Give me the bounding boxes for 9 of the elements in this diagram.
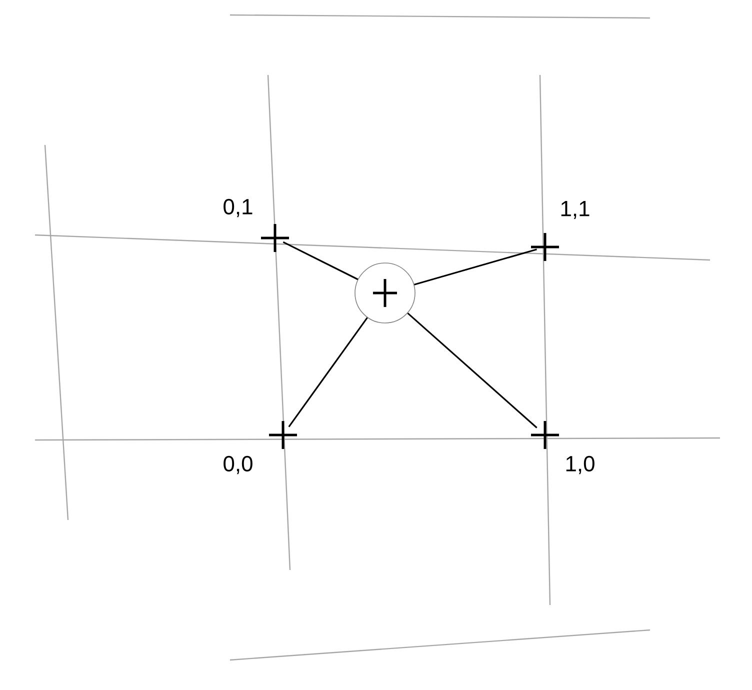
connector-line — [414, 248, 538, 286]
point-label: 1,0 — [566, 456, 594, 474]
connector-line — [407, 312, 538, 428]
connector-line — [282, 241, 358, 280]
connector-line — [288, 317, 368, 428]
point-label: 0,1 — [224, 198, 252, 218]
point-label: 0,0 — [224, 456, 252, 474]
point-label: 1,1 — [561, 201, 590, 219]
circled-point — [354, 262, 416, 324]
